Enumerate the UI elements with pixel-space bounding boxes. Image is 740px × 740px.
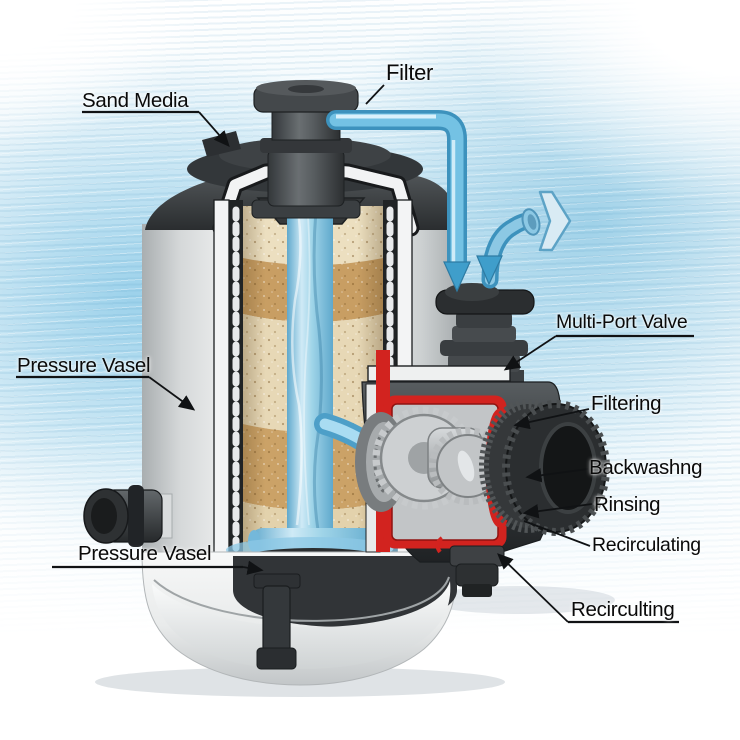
label-recirculating-bottom: Recirculting bbox=[571, 598, 675, 621]
valve-bottom-port bbox=[435, 536, 505, 597]
label-recirculating: Recirculating bbox=[592, 534, 701, 556]
multi-port-valve-assembly bbox=[355, 283, 610, 597]
flow-down-arrow-icon bbox=[443, 261, 471, 293]
sand-media-cutaway bbox=[202, 131, 420, 588]
filter-head bbox=[251, 80, 361, 219]
outflow-pipe bbox=[481, 208, 541, 289]
leader-recirculating bbox=[523, 520, 591, 547]
label-filtering: Filtering bbox=[591, 392, 662, 415]
leader-backwashing bbox=[525, 468, 589, 483]
outflow-arrow-icon bbox=[538, 190, 572, 252]
leader-pressure-vessel-upper bbox=[148, 376, 196, 411]
left-drain-port bbox=[83, 485, 173, 547]
label-backwashing: Backwashng bbox=[589, 456, 703, 479]
flow-down-arrow-icon-2 bbox=[476, 255, 503, 286]
leader-lines bbox=[16, 84, 694, 624]
standpipe bbox=[287, 200, 333, 542]
leader-pressure-vessel-lower bbox=[242, 560, 264, 575]
leader-filtering bbox=[513, 408, 590, 430]
leader-recirculating-bottom bbox=[497, 553, 569, 623]
vessel-base bbox=[141, 551, 459, 686]
leader-multi-port-valve bbox=[503, 335, 557, 371]
label-multi-port-valve: Multi-Port Valve bbox=[556, 311, 688, 333]
coupling-nut bbox=[479, 399, 610, 536]
label-rinsing: Rinsing bbox=[594, 493, 661, 516]
leader-filter bbox=[365, 84, 385, 105]
valve-gears bbox=[355, 406, 507, 512]
valve-handle bbox=[435, 283, 535, 315]
base-clamp bbox=[253, 573, 301, 670]
label-filter: Filter bbox=[386, 60, 434, 85]
label-sand-media: Sand Media bbox=[82, 89, 189, 112]
label-pressure-vessel-upper: Pressure Vasel bbox=[17, 354, 151, 377]
inflow-pipe bbox=[326, 110, 467, 274]
leader-rinsing bbox=[522, 503, 593, 519]
label-pressure-vessel-lower: Pressure Vasel bbox=[78, 542, 212, 565]
leader-sand-media bbox=[198, 111, 230, 148]
